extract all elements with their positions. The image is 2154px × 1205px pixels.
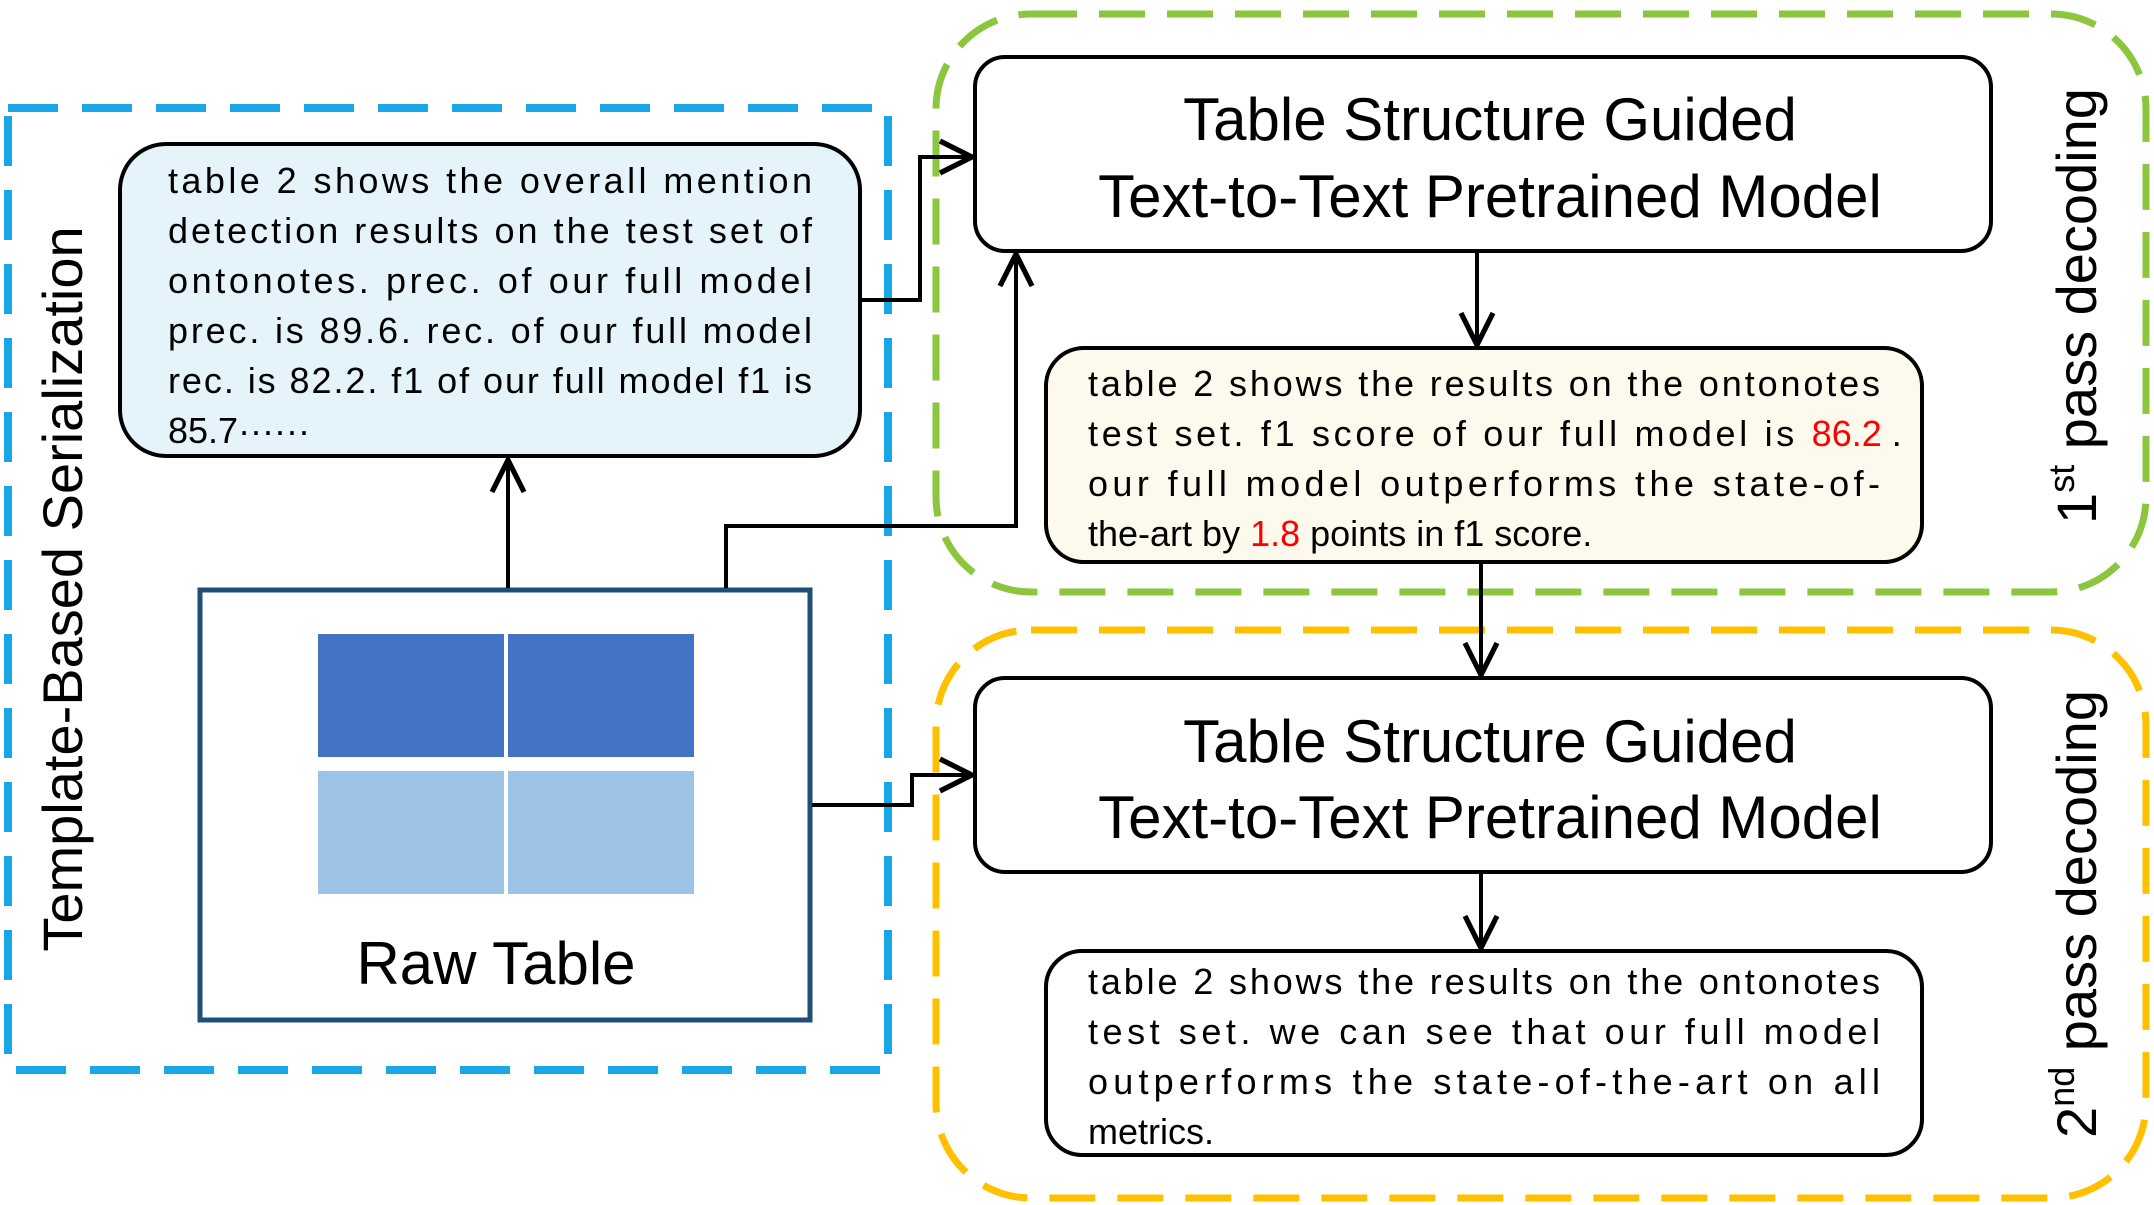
second-pass-superscript: nd — [2041, 1067, 2082, 1107]
first-pass-label: 1st pass decoding — [2041, 88, 2108, 524]
second-output-line: table 2 shows the results on the ontonot… — [1088, 961, 1880, 1002]
table-cell-body-left — [318, 771, 504, 894]
serialization-label: Template-Based Serialization — [31, 226, 94, 951]
first-pass-region — [932, 10, 2150, 596]
first-output-value-gain: 1.8 — [1250, 513, 1300, 554]
first-pass-superscript: st — [2041, 465, 2082, 493]
first-output-line: table 2 shows the results on the ontonot… — [1088, 363, 1880, 404]
serialized-line: detection results on the test set of — [168, 210, 813, 251]
model-top-line2: Text-to-Text Pretrained Model — [1098, 163, 1882, 230]
table-cell-header-left — [318, 634, 504, 757]
second-pass-label: 2nd pass decoding — [2041, 690, 2108, 1138]
second-pass-ordinal: 2 — [2045, 1107, 2108, 1138]
table-cell-header-right — [508, 634, 694, 757]
model-bottom-line1: Table Structure Guided — [1183, 708, 1797, 775]
serialized-line: prec. is 89.6. rec. of our full model — [168, 310, 812, 351]
second-output-line: metrics. — [1088, 1111, 1214, 1152]
serialized-line: table 2 shows the overall mention — [168, 160, 812, 201]
second-pass-region — [932, 626, 2150, 1202]
table-cell-body-right — [508, 771, 694, 894]
first-output-line-end: points in f1 score. — [1310, 513, 1592, 554]
first-output-value-f1: 86.2 — [1812, 413, 1882, 454]
raw-table-box — [197, 587, 813, 1023]
arrows — [508, 157, 1481, 946]
first-output-line: the-art by — [1088, 513, 1250, 554]
first-output-text: table 2 shows the results on the ontonot… — [1088, 363, 1912, 554]
second-pass-text: pass decoding — [2045, 690, 2108, 1067]
arrow-table-to-model-top — [724, 256, 1016, 588]
first-output-line: test set. f1 score of our full model is — [1088, 413, 1808, 454]
second-output-line: outperforms the state-of-the-art on all — [1088, 1061, 1880, 1102]
first-pass-text: pass decoding — [2045, 88, 2108, 465]
arrow-table-to-model-bottom — [812, 775, 970, 807]
serialized-line: ontonotes. prec. of our full model — [168, 260, 812, 301]
serialization-region — [4, 104, 892, 1074]
first-output-punct: . — [1892, 413, 1902, 454]
serialized-line: rec. is 82.2. f1 of our full model f1 is — [168, 360, 812, 401]
serialized-line: 85.7······ — [168, 410, 310, 451]
arrow-serialized-to-model-top — [862, 157, 970, 302]
serialized-text: table 2 shows the overall mention detect… — [168, 160, 826, 451]
first-output-line: our full model outperforms the state-of- — [1088, 463, 1880, 504]
raw-table-label: Raw Table — [356, 930, 635, 997]
model-top-line1: Table Structure Guided — [1183, 86, 1797, 153]
model-bottom-line2: Text-to-Text Pretrained Model — [1098, 784, 1882, 851]
first-pass-ordinal: 1 — [2045, 493, 2108, 524]
